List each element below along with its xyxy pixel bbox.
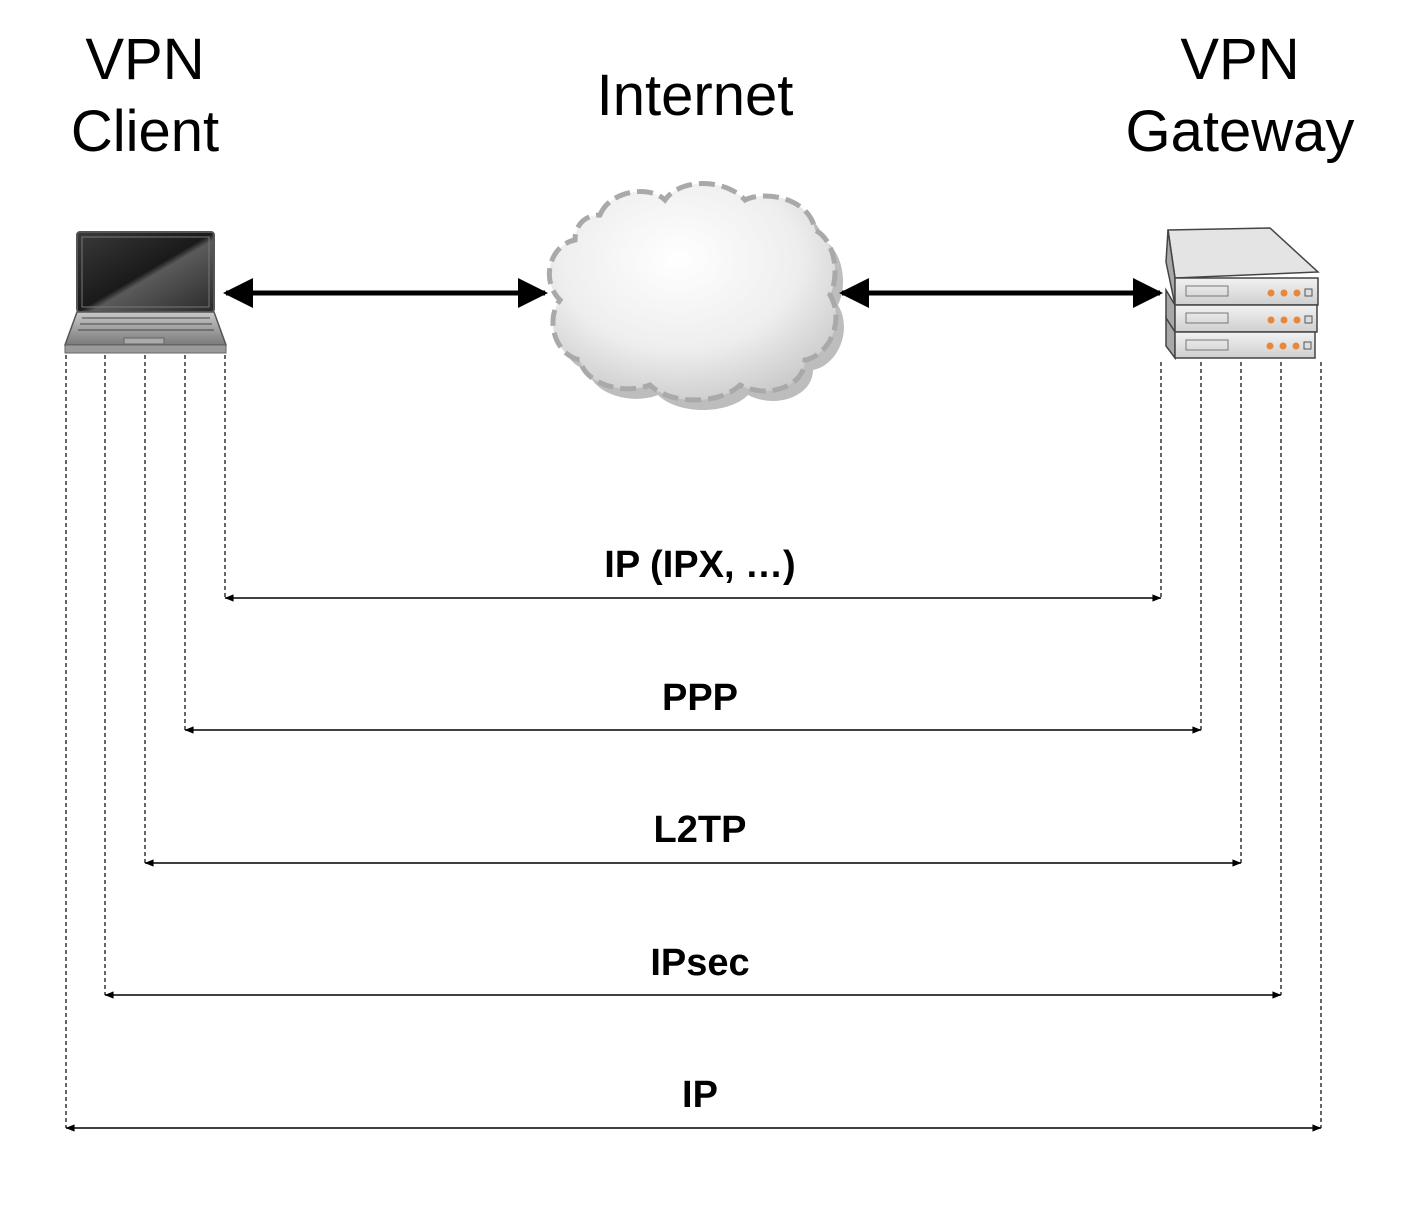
vpn-gateway-title-line1: VPN [1180,27,1300,92]
laptop-icon [63,231,228,354]
layer-label-l2tp: L2TP [653,809,747,851]
layer-label-ppp: PPP [661,677,739,719]
server-stack-icon [1165,227,1320,361]
internet-title: Internet [596,63,794,128]
vpn-client-title-line1: VPN [85,27,205,92]
vpn-gateway-title: VPN Gateway [1100,24,1380,168]
gateway-dashed-guides [1160,362,1322,1128]
layer-label-ip-ipx: IP (IPX, …) [604,544,796,586]
layer-label-ipsec: IPsec [650,942,750,984]
vpn-gateway-title-line2: Gateway [1125,99,1355,164]
client-dashed-guides [65,355,226,1128]
cloud-icon [546,181,844,410]
vpn-client-title-line2: Client [70,99,220,164]
layer-label-ip: IP [682,1074,718,1116]
vpn-client-title: VPN Client [40,24,250,168]
